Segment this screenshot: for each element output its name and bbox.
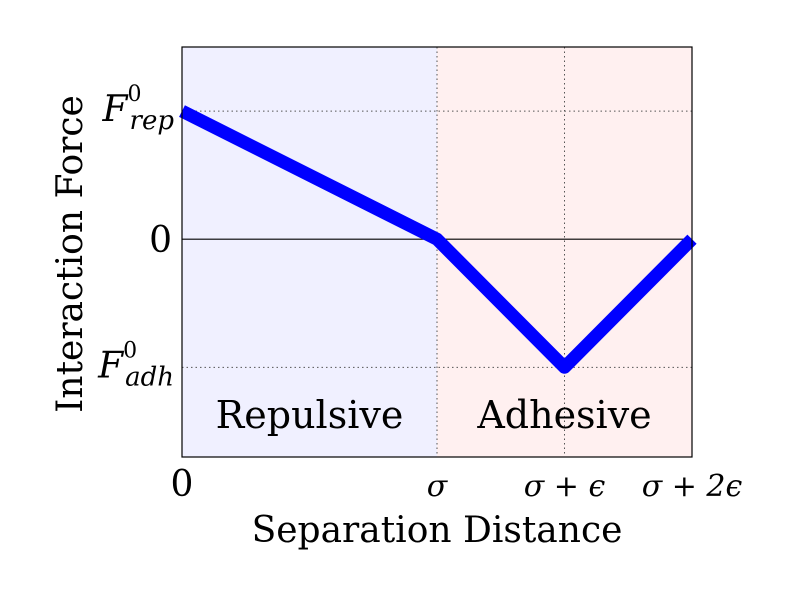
region-labels: Repulsive Adhesive bbox=[216, 393, 652, 437]
x-tick-label: σ + ϵ bbox=[524, 469, 606, 504]
force-line bbox=[179, 105, 697, 374]
x-axis-title: Separation Distance bbox=[252, 510, 623, 551]
region-label-adhesive: Adhesive bbox=[476, 393, 651, 437]
x-tick-labels: 0 σ σ + ϵ σ + 2ϵ bbox=[171, 464, 743, 505]
y-axis-title: Interaction Force bbox=[50, 95, 91, 413]
x-tick-label: 0 bbox=[171, 464, 194, 505]
grid bbox=[182, 47, 692, 457]
x-tick-label: σ bbox=[427, 469, 449, 504]
region-label-repulsive: Repulsive bbox=[216, 393, 404, 437]
y-tick-label: 0 bbox=[149, 220, 172, 261]
x-tick-label: σ + 2ϵ bbox=[642, 469, 743, 504]
region-repulsive bbox=[182, 47, 437, 457]
plot-frame bbox=[181, 46, 693, 458]
